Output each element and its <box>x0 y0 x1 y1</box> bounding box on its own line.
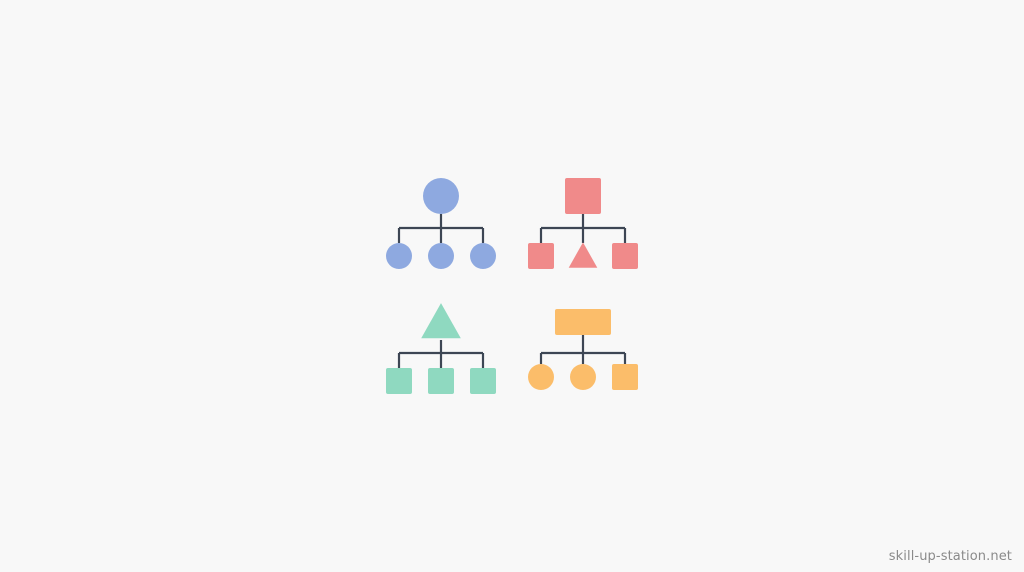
orange-hierarchy-child-3-square <box>612 364 638 390</box>
orange-hierarchy-parent-rectangle <box>555 309 611 335</box>
red-hierarchy-child-2-triangle <box>568 242 598 268</box>
green-hierarchy-parent-triangle <box>421 303 461 339</box>
blue-hierarchy-child-3-circle <box>470 243 496 269</box>
green-hierarchy-child-1-square <box>386 368 412 394</box>
orange-hierarchy-child-2-circle <box>570 364 596 390</box>
red-hierarchy-child-1-square <box>528 243 554 269</box>
blue-hierarchy-parent-circle <box>423 178 459 214</box>
watermark-text: skill-up-station.net <box>888 549 1012 564</box>
green-hierarchy-child-2-square <box>428 368 454 394</box>
red-hierarchy-parent-square <box>565 178 601 214</box>
red-hierarchy-child-3-square <box>612 243 638 269</box>
blue-hierarchy-child-2-circle <box>428 243 454 269</box>
green-hierarchy-child-3-square <box>470 368 496 394</box>
blue-hierarchy-child-1-circle <box>386 243 412 269</box>
orange-hierarchy-child-1-circle <box>528 364 554 390</box>
